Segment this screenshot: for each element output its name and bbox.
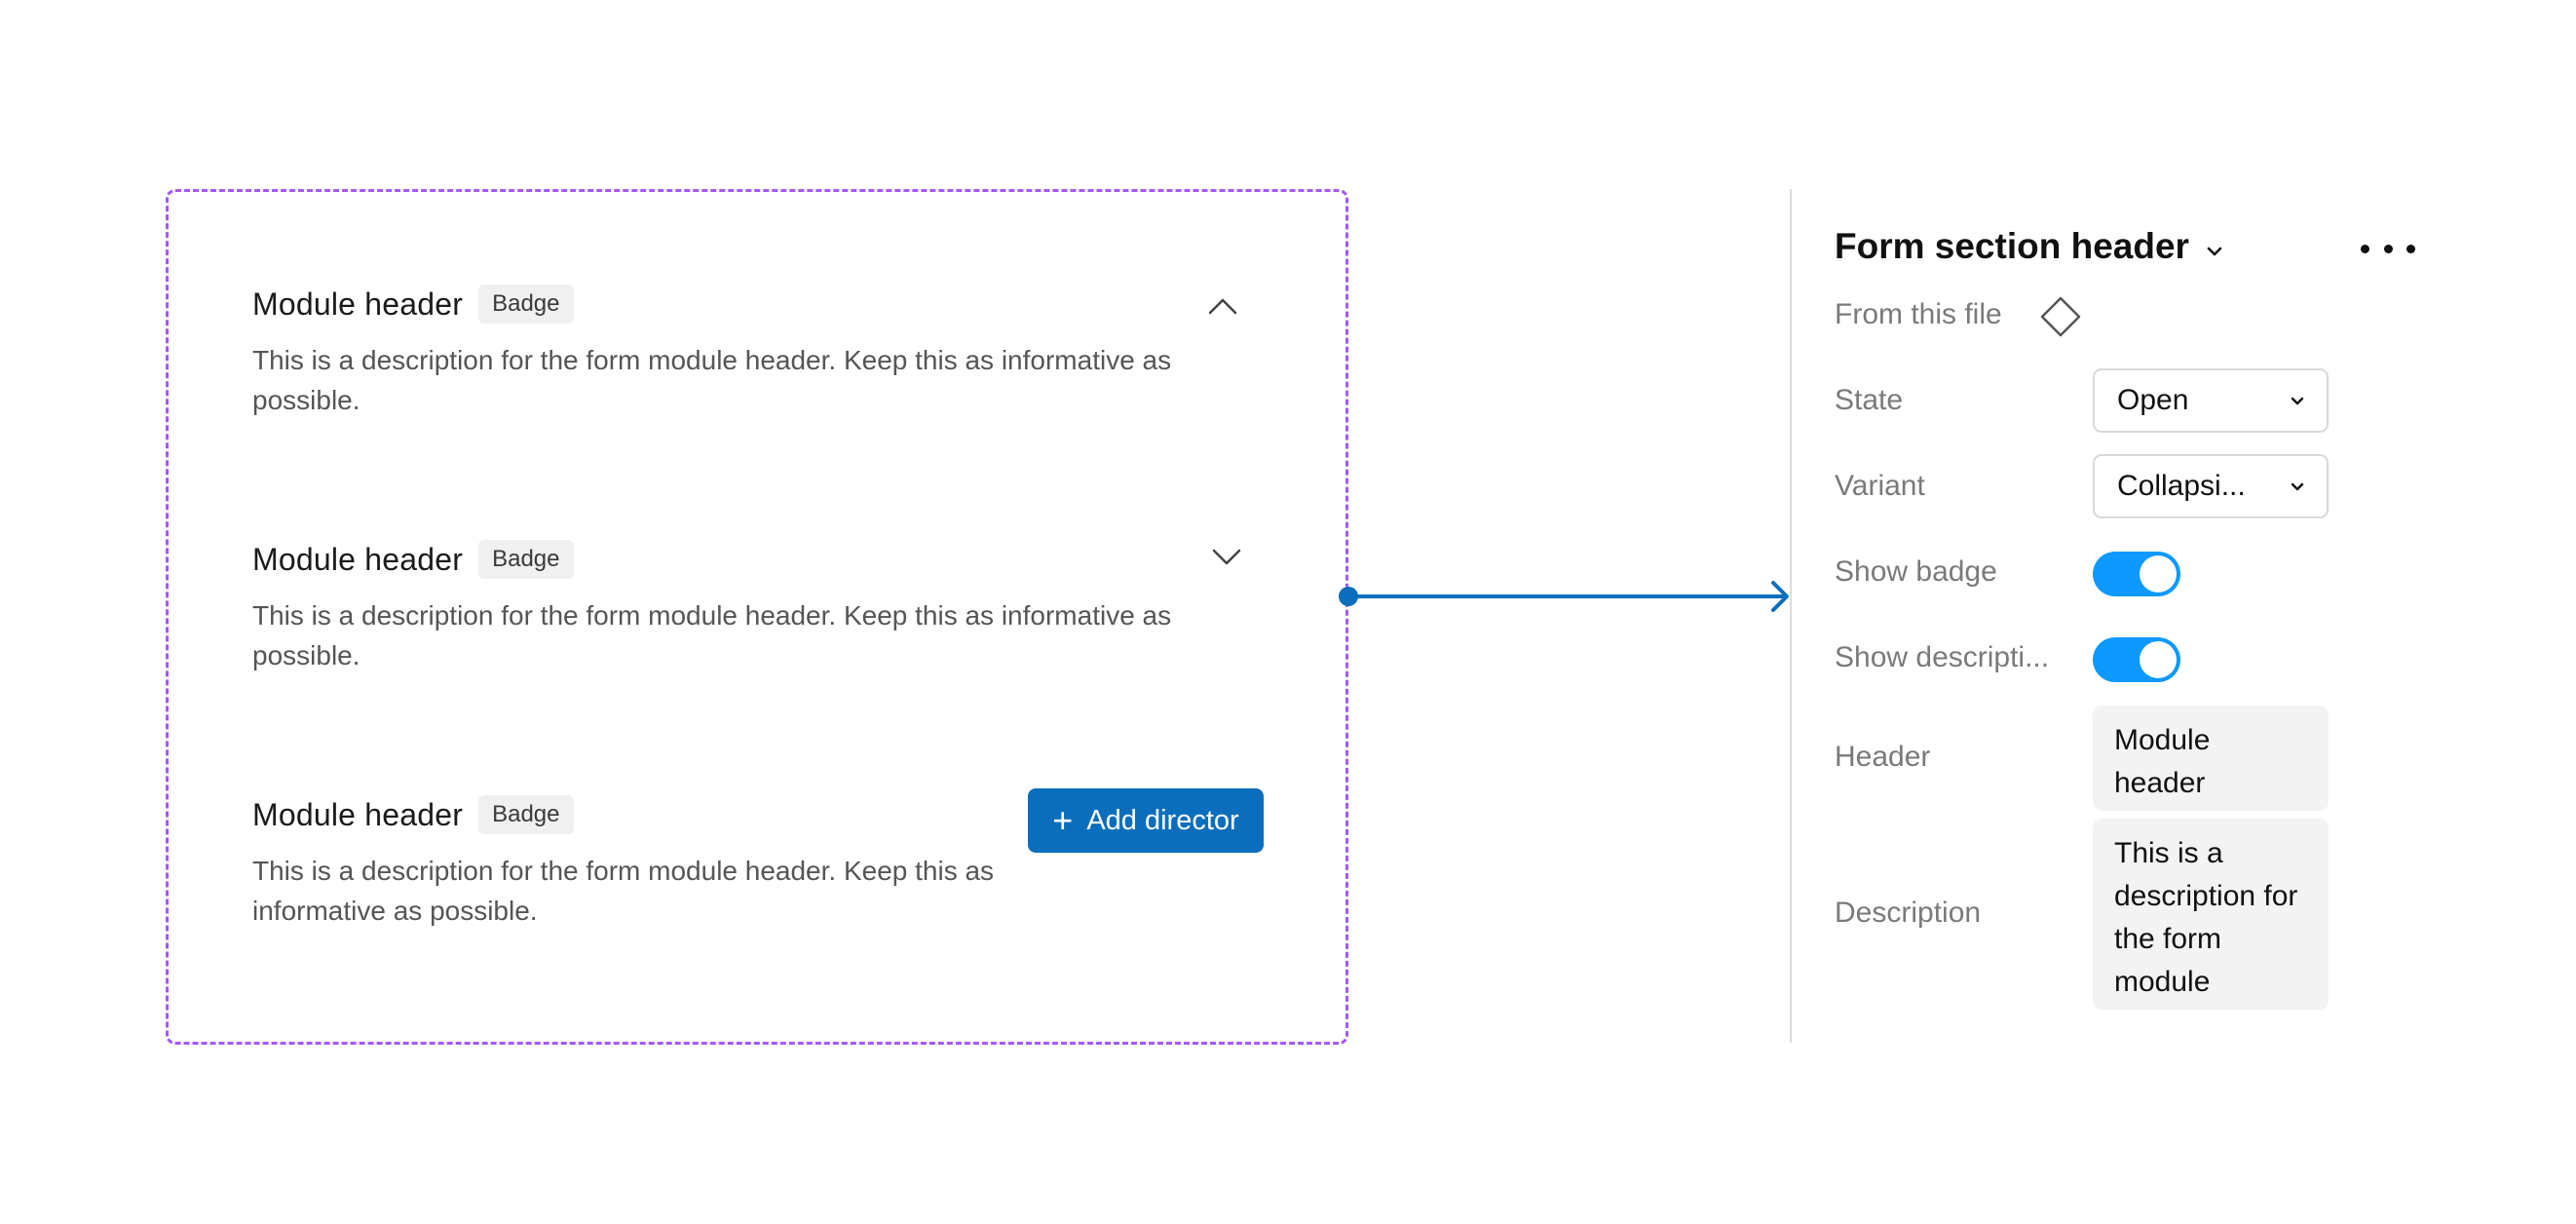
module-title-row: Module header Badge (252, 282, 1275, 326)
description-label: Description (1835, 897, 1982, 929)
module-title-row: Module header Badge (252, 792, 1275, 837)
state-value: Open (2117, 384, 2189, 416)
more-options-icon[interactable] (2361, 234, 2415, 263)
module-title-row: Module header Badge (252, 537, 1275, 582)
badge: Badge (478, 540, 574, 579)
add-director-label: Add director (1086, 804, 1239, 836)
variant-select[interactable]: Collapsi... (2093, 454, 2329, 518)
header-text-field[interactable]: Module header (2093, 706, 2329, 811)
chevron-down-icon[interactable] (1209, 539, 1244, 574)
component-source: From this file (1835, 298, 2002, 330)
module-header-open: Module header Badge This is a descriptio… (252, 282, 1275, 420)
module-header-collapsed: Module header Badge This is a descriptio… (252, 537, 1275, 675)
state-label: State (1835, 384, 1904, 416)
component-frame[interactable]: Module header Badge This is a descriptio… (166, 189, 1348, 1045)
chevron-up-icon[interactable] (1205, 289, 1240, 325)
panel-divider (1790, 189, 1792, 1043)
module-description: This is a description for the form modul… (252, 856, 995, 926)
module-description: This is a description for the form modul… (252, 600, 1172, 670)
chevron-down-icon[interactable] (2203, 240, 2226, 263)
badge: Badge (478, 795, 574, 834)
chevron-down-icon (2291, 482, 2304, 491)
show-badge-label: Show badge (1835, 555, 1997, 588)
variant-label: Variant (1835, 470, 1925, 502)
variant-value: Collapsi... (2117, 470, 2246, 502)
badge: Badge (478, 285, 574, 324)
module-title: Module header (252, 541, 464, 577)
toggle-knob (2140, 555, 2177, 593)
add-director-button[interactable]: + Add director (1028, 788, 1264, 853)
module-header-with-action: Module header Badge This is a descriptio… (252, 792, 1275, 931)
module-title: Module header (252, 796, 464, 832)
module-description: This is a description for the form modul… (252, 345, 1172, 415)
component-diamond-icon[interactable] (2039, 295, 2082, 338)
show-description-toggle[interactable] (2093, 637, 2180, 682)
show-description-label: Show descripti... (1835, 641, 2050, 673)
panel-title[interactable]: Form section header (1835, 226, 2189, 266)
connector-arrow (1339, 581, 1789, 612)
chevron-down-icon (2291, 397, 2304, 405)
header-label: Header (1835, 741, 1931, 773)
plus-icon: + (1052, 800, 1074, 840)
show-badge-toggle[interactable] (2093, 552, 2180, 596)
module-title: Module header (252, 286, 464, 322)
description-text-field[interactable]: This is a description for the form modul… (2093, 819, 2329, 1010)
toggle-knob (2140, 641, 2177, 678)
state-select[interactable]: Open (2093, 368, 2329, 433)
